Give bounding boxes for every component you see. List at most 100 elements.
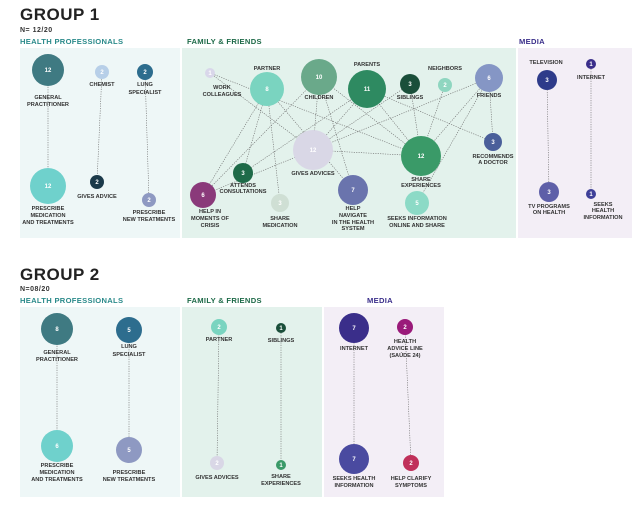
node-label-g2-gives-advices: GIVES ADVICES xyxy=(195,475,239,481)
node-value-g1-gp: 12 xyxy=(45,68,52,74)
node-label-g1-parents: PARENTS xyxy=(354,62,381,68)
node-g1-share-exp xyxy=(401,136,441,176)
node-label-g2-seeks-health: SEEKS HEALTH xyxy=(333,476,376,482)
node-label-g1-work: COLLEAGUES xyxy=(203,92,242,98)
node-label-g2-clarify: HELP CLARIFY xyxy=(391,476,432,482)
node-label-g1-gives-advice-hp: GIVES ADVICE xyxy=(77,194,117,200)
node-value-g1-tv-prog: 3 xyxy=(547,190,551,196)
node-label-g2-gp: GENERAL xyxy=(43,350,71,356)
node-g1-help-crisis xyxy=(190,182,216,208)
edge-g1-lung-g1-prescribe-new xyxy=(144,71,150,201)
node-value-g1-work: 1 xyxy=(208,71,212,77)
node-g1-share-med xyxy=(271,194,289,212)
node-g1-partner xyxy=(250,72,284,106)
node-label-g1-work: WORK xyxy=(213,85,231,91)
node-g1-friends xyxy=(475,64,503,92)
node-label-g1-recommends: A DOCTOR xyxy=(478,160,508,166)
node-g1-gives-advice xyxy=(293,130,333,170)
edge-g2-advice-line-g2-clarify xyxy=(404,326,412,464)
node-g1-gives-advice-hp xyxy=(90,175,104,189)
node-label-g2-lung: SPECIALIST xyxy=(113,352,147,358)
node-g1-seeks-health xyxy=(586,189,596,199)
node-label-g2-advice-line: (SAÚDE 24) xyxy=(389,352,420,359)
node-value-g1-siblings: 3 xyxy=(408,82,412,88)
node-value-g2-clarify: 2 xyxy=(409,461,413,467)
node-label-g2-prescribe-med: MEDICATION xyxy=(39,470,74,476)
node-g1-attends xyxy=(233,163,253,183)
node-label-g1-navigate: NAVIGATE xyxy=(339,213,367,219)
node-value-g2-internet: 7 xyxy=(352,326,356,332)
node-label-g1-tv: TELEVISION xyxy=(529,60,562,66)
edge-g1-children-g1-help-crisis xyxy=(202,76,320,196)
node-g2-clarify xyxy=(403,455,419,471)
edge-g1-partner-g1-navigate xyxy=(266,88,354,191)
node-label-g1-seeks-health: INFORMATION xyxy=(583,215,622,221)
node-label-g2-internet: INTERNET xyxy=(340,346,369,352)
node-value-g1-help-crisis: 6 xyxy=(201,193,205,199)
node-label-g1-gp: GENERAL xyxy=(34,95,62,101)
node-label-g2-prescribe-med: PRESCRIBE xyxy=(41,463,74,469)
node-label-g1-help-crisis: CRISIS xyxy=(201,223,220,229)
node-value-g2-share-exp: 1 xyxy=(279,463,283,469)
node-label-g2-share-exp: EXPERIENCES xyxy=(261,481,301,487)
node-label-g2-siblings: SIBLINGS xyxy=(268,338,295,344)
node-g2-siblings xyxy=(276,323,286,333)
node-label-g2-share-exp: SHARE xyxy=(271,474,291,480)
edge-g1-partner-g1-share-med xyxy=(266,88,281,204)
node-label-g2-lung: LUNG xyxy=(121,344,137,350)
node-g2-partner xyxy=(211,319,227,335)
node-label-g1-prescribe-new: NEW TREATMENTS xyxy=(123,217,176,223)
node-g1-navigate xyxy=(338,175,368,205)
node-label-g1-navigate: SYSTEM xyxy=(341,226,364,232)
node-label-g1-gives-advice: GIVES ADVICES xyxy=(291,171,335,177)
edge-g2-partner-g2-gives-advices xyxy=(216,326,220,464)
node-g1-children xyxy=(301,59,337,95)
edge-g1-tv-g1-tv-prog xyxy=(546,79,550,193)
node-g1-tv-prog xyxy=(539,182,559,202)
node-g1-internet xyxy=(586,59,596,69)
node-label-g1-share-med: SHARE xyxy=(270,216,290,222)
node-value-g2-advice-line: 2 xyxy=(403,325,407,331)
edge-g1-friends-g1-gives-advice xyxy=(312,77,490,151)
group1-family-heading: FAMILY & FRIENDS xyxy=(187,37,262,46)
node-value-g2-lung: 5 xyxy=(127,328,131,334)
node-value-g1-seeks-health: 1 xyxy=(589,192,593,198)
node-value-g1-gives-advice-hp: 2 xyxy=(95,180,99,186)
node-label-g2-advice-line: HEALTH xyxy=(394,339,416,345)
node-label-g1-siblings: SIBLINGS xyxy=(397,95,424,101)
node-value-g1-children: 10 xyxy=(316,75,323,81)
node-g1-prescribe-med xyxy=(30,168,66,204)
node-label-g2-gp: PRACTITIONER xyxy=(36,357,78,363)
node-value-g2-gp: 8 xyxy=(55,327,59,333)
node-label-g1-share-exp: EXPERIENCES xyxy=(401,183,441,189)
node-label-g1-recommends: RECOMMENDS xyxy=(472,154,513,160)
edge-g1-parents-g1-attends xyxy=(242,88,368,174)
node-label-g2-clarify: SYMPTOMS xyxy=(395,483,427,489)
node-label-g1-neighbors: NEIGHBORS xyxy=(428,66,462,72)
node-value-g1-friends: 6 xyxy=(487,76,491,82)
node-g1-gp xyxy=(32,54,64,86)
node-value-g1-seeks-info: 5 xyxy=(415,201,419,207)
node-label-g1-partner: PARTNER xyxy=(254,66,281,72)
node-label-g1-help-crisis: MOMENTS OF xyxy=(191,216,229,222)
node-g1-parents xyxy=(348,70,386,108)
node-label-g1-share-med: MEDICATION xyxy=(262,223,297,229)
node-label-g1-navigate: HELP xyxy=(346,206,361,212)
edge-g1-friends-g1-seeks-info xyxy=(416,77,490,204)
group1-health-heading: HEALTH PROFESSIONALS xyxy=(20,37,124,46)
node-value-g2-seeks-health: 7 xyxy=(352,457,356,463)
node-label-g2-prescribe-new: PRESCRIBE xyxy=(113,470,146,476)
node-label-g1-children: CHILDREN xyxy=(305,95,334,101)
node-label-g2-prescribe-med: AND TREATMENTS xyxy=(31,477,83,483)
node-label-g1-lung: LUNG xyxy=(137,82,153,88)
group2-family-heading: FAMILY & FRIENDS xyxy=(187,296,262,305)
group1-family-panel xyxy=(182,48,516,238)
node-g2-seeks-health xyxy=(339,444,369,474)
node-g1-tv xyxy=(537,70,557,90)
node-label-g1-tv-prog: ON HEALTH xyxy=(533,210,565,216)
node-value-g2-siblings: 1 xyxy=(279,326,283,332)
edge-g1-siblings-g1-gives-advice xyxy=(312,83,411,151)
node-g1-seeks-info xyxy=(405,191,429,215)
node-g1-siblings xyxy=(400,74,420,94)
node-value-g1-navigate: 7 xyxy=(351,188,355,194)
